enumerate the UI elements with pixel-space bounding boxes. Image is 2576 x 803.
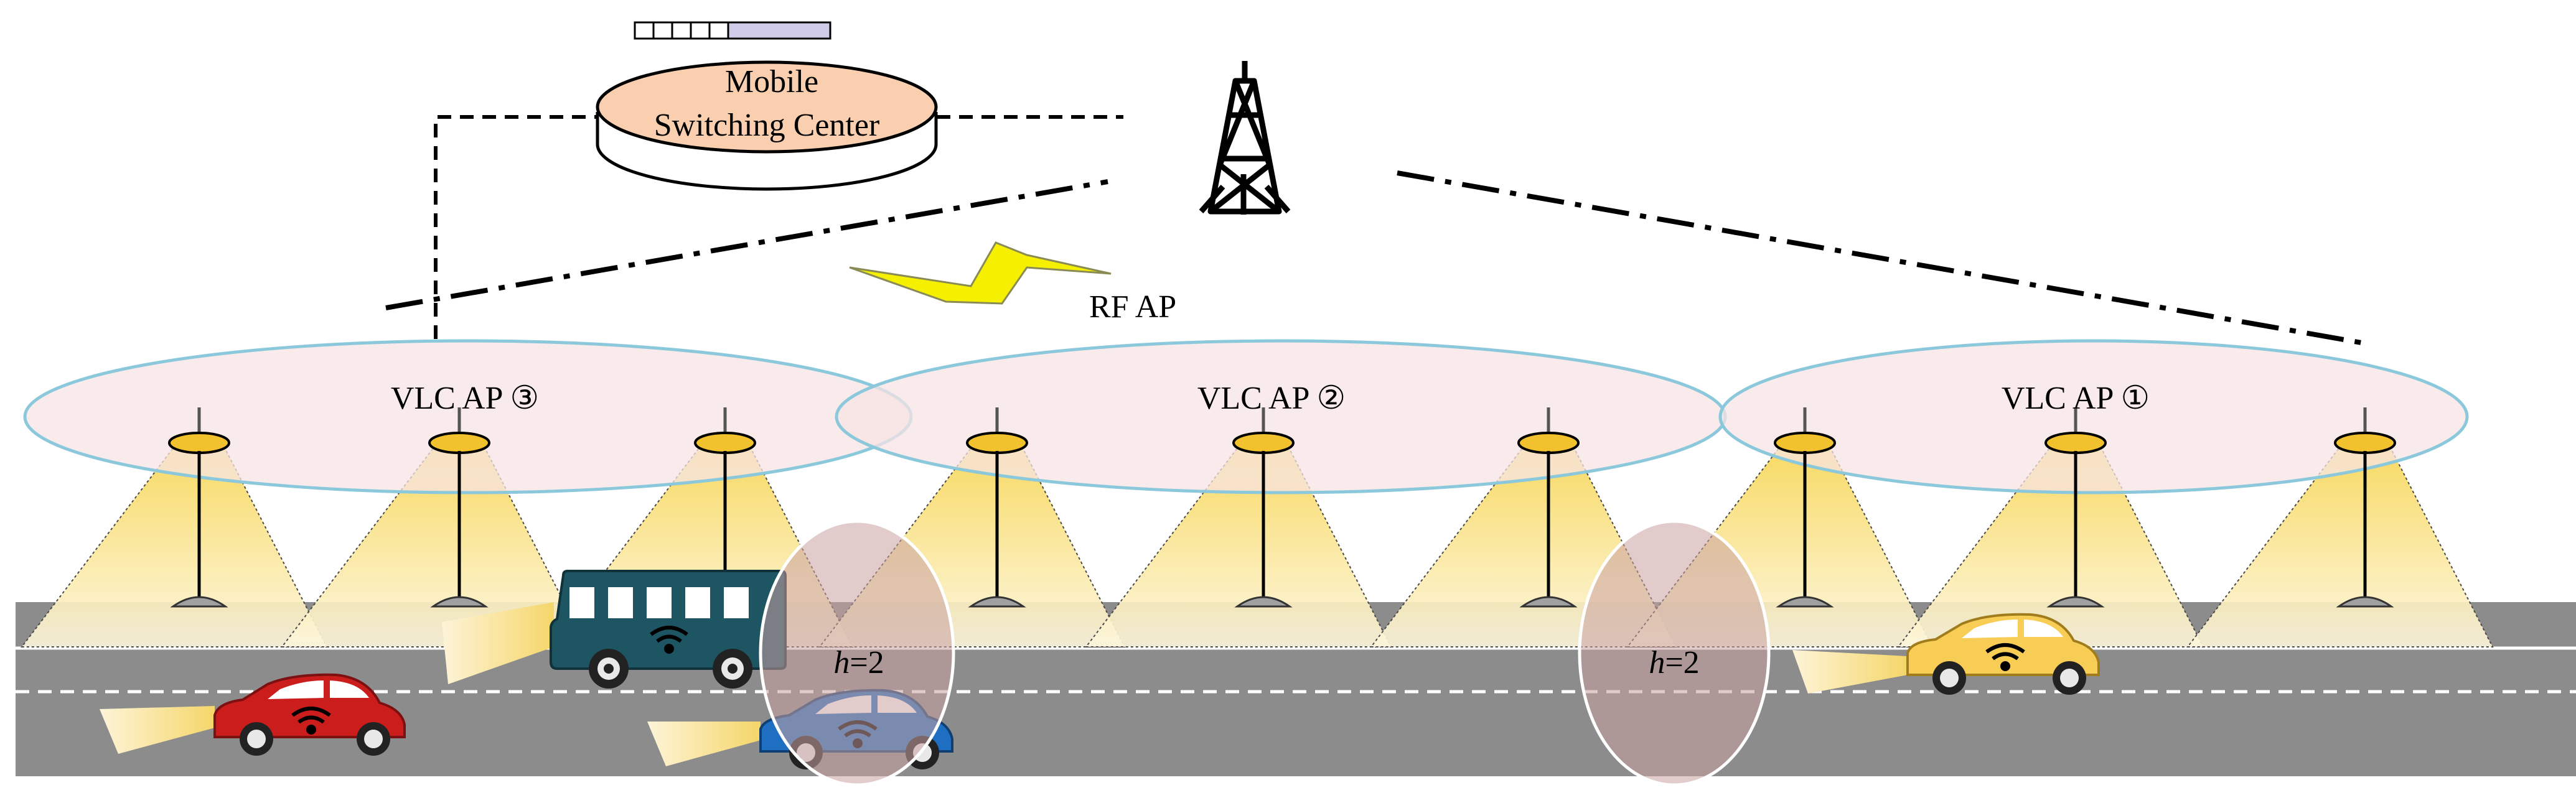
vlc-ap-1-label: VLC AP ①	[2002, 381, 2150, 416]
rf-boundary-left	[385, 179, 1108, 310]
lamp-post-5	[1232, 407, 1295, 608]
yellow-car-headlight-beam	[1792, 650, 1908, 694]
overlap-region-ap3-ap2	[759, 519, 955, 787]
light-cone-9	[2186, 446, 2494, 648]
wired-links	[434, 115, 1123, 339]
vlc-ap-3-label: VLC AP ③	[391, 381, 539, 416]
overlap-2-label: h=2	[1649, 645, 1699, 680]
rf-ap: RF AP	[849, 241, 1176, 325]
vlc-ap-2-label: VLC AP ②	[1197, 381, 1346, 416]
red-car-headlight-beam	[100, 706, 215, 754]
red-car	[213, 673, 406, 756]
street-lamps	[168, 407, 2396, 608]
wired-link-msc-ap3	[434, 115, 597, 339]
overlap-regions: h=2 h=2	[759, 519, 1771, 787]
msc-cylinder-top	[596, 60, 938, 154]
rf-coverage-boundary	[385, 170, 2366, 346]
vlc-ap-labels: VLC AP ③ VLC AP ② VLC AP ①	[391, 381, 2150, 416]
vlc-ap-1-coverage	[1718, 339, 2469, 494]
lamp-post-4	[966, 407, 1028, 608]
bus-headlight-beam	[442, 602, 554, 684]
wifi-icon	[291, 707, 331, 735]
ap-coverage-areas	[23, 339, 2469, 494]
wifi-icon	[1985, 643, 2025, 671]
wifi-icon	[650, 626, 688, 654]
bus	[550, 570, 787, 689]
overlap-1-label: h=2	[833, 645, 884, 680]
lightning-bolt-icon	[849, 241, 1112, 305]
lamp-post-2	[428, 407, 490, 608]
lamp-post-1	[168, 407, 230, 608]
mobile-switching-center: Mobile Switching Center	[596, 60, 938, 191]
rf-boundary-right	[1397, 170, 2366, 346]
msc-label-line1: Mobile	[725, 64, 818, 100]
server-icon	[634, 21, 831, 40]
lamp-post-8	[2044, 407, 2107, 608]
cell-tower-icon	[1199, 61, 1291, 215]
vlc-ap-2-coverage	[835, 339, 1727, 494]
overlap-region-ap2-ap1	[1578, 519, 1771, 787]
vlc-ap-3-coverage	[23, 339, 913, 494]
lamp-post-6	[1517, 407, 1580, 608]
lamp-post-9	[2334, 407, 2396, 608]
rf-ap-label: RF AP	[1089, 289, 1176, 325]
yellow-car	[1906, 613, 2100, 695]
msc-label-line2: Switching Center	[654, 108, 880, 143]
lamp-post-7	[1774, 407, 1836, 608]
blue-car-headlight-beam	[647, 722, 761, 766]
